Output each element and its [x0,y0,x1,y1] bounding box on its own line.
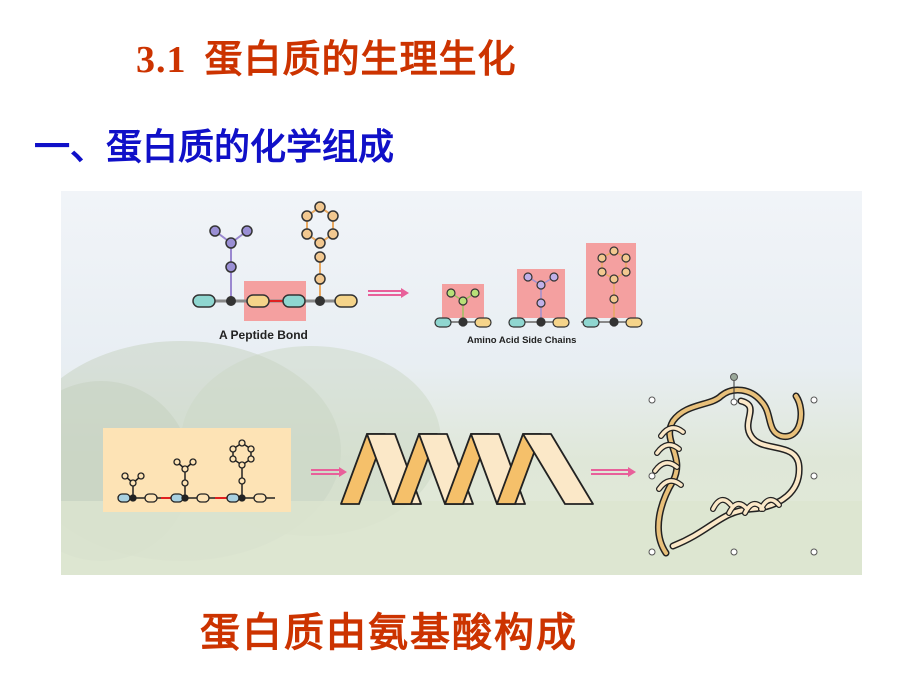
title-text: 蛋白质的生理生化 [204,37,517,81]
peptide-bond-diagram: A Peptide Bond [192,201,358,342]
slide-title: 3.1 蛋白质的生理生化 [136,28,517,83]
section-heading: 一、蛋白质的化学组成 [34,127,395,168]
side-chains-diagram: Amino Acid Side Chains [434,243,643,346]
alpha-helix-ribbon [340,433,594,505]
slide-caption: 蛋白质由氨基酸构成 [200,610,578,656]
background-landscape [61,191,862,575]
side-chains-label: Amino Acid Side Chains [467,335,576,346]
arrow-icon [368,288,409,298]
folded-protein-tertiary-structure [652,386,805,557]
arrow-icon [591,467,636,477]
polypeptide-chain-panel [103,428,291,512]
selection-handles[interactable] [648,373,818,556]
title-number: 3.1 [136,39,187,81]
arrow-icon [311,467,347,477]
protein-structure-figure: A Peptide Bond [61,191,862,575]
peptide-bond-label: A Peptide Bond [219,328,308,342]
